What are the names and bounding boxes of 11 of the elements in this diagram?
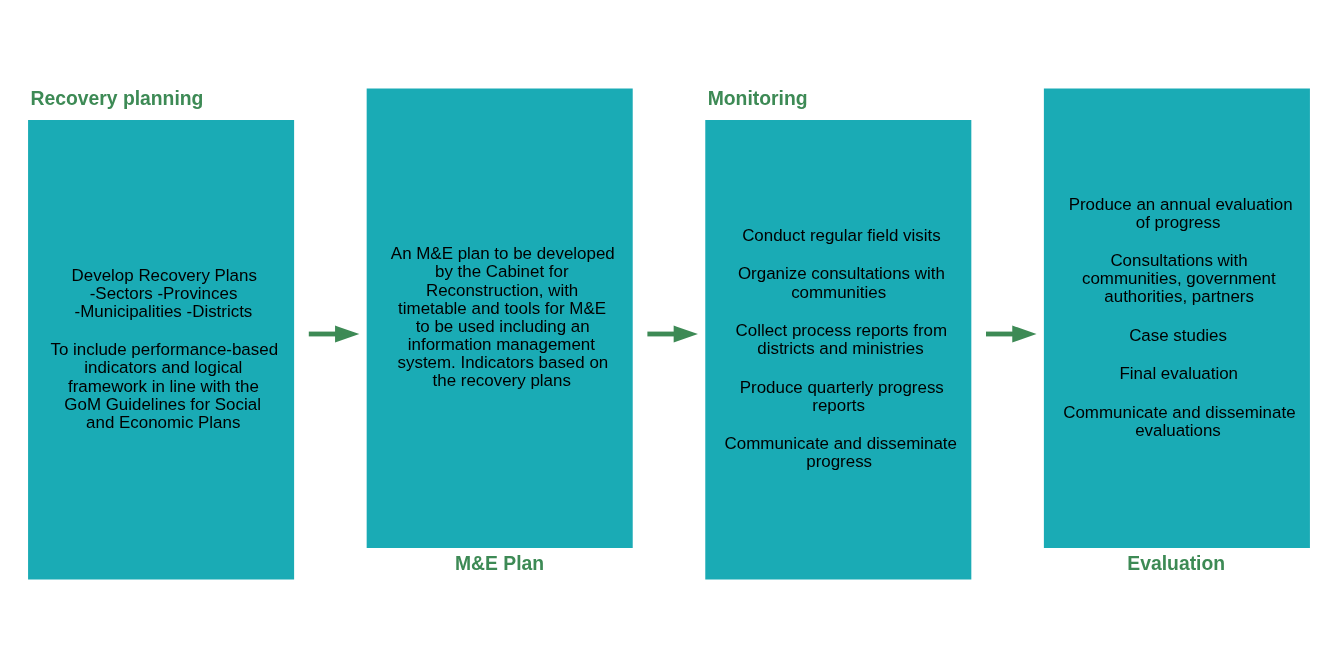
node-label: Recovery planning: [30, 87, 204, 110]
node-box: An M&E plan to be developed by the Cabinet for Reconstruction, with timetable and tools for M&E to be used including an information management system. Indicators based on the recovery plans: [366, 88, 633, 549]
arrow: [986, 325, 1037, 343]
node-label: Evaluation: [1127, 551, 1226, 574]
arrow: [308, 325, 360, 343]
arrow: [647, 325, 698, 343]
node-box: Conduct regular field visits Organize consultations with communities Collect process reports from districts and ministries Produce quarterly progress reports Communicate and disseminate progress: [705, 119, 972, 580]
node-box: Produce an annual evaluation of progress Consultations with communities, government authorities, partners Case studies Final evaluation Communicate and disseminate evaluations: [1043, 88, 1310, 549]
node-label: Monitoring: [707, 87, 808, 110]
node-box: Develop Recovery Plans -Sectors -Provinces -Municipalities -Districts To include performance-based indicators and logical framework in line with the GoM Guidelines for Social and Economic Plans: [28, 119, 295, 580]
node-label: M&E Plan: [454, 551, 545, 574]
